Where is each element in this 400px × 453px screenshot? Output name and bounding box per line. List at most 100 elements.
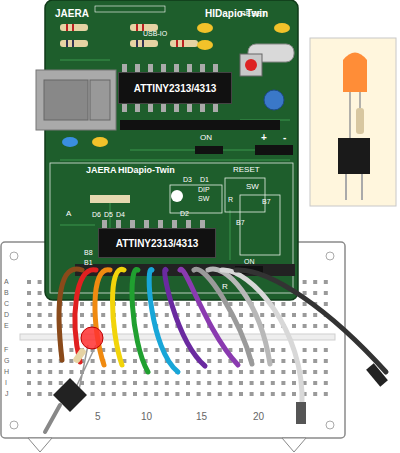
silkscreen-label: + xyxy=(261,133,267,143)
breadboard-hole xyxy=(292,324,296,328)
breadboard-hole xyxy=(38,280,42,284)
breadboard-hole xyxy=(281,381,285,385)
breadboard-hole xyxy=(38,381,42,385)
breadboard-hole xyxy=(122,370,126,374)
breadboard-hole xyxy=(239,313,243,317)
breadboard-hole xyxy=(122,348,126,352)
breadboard-hole xyxy=(69,359,73,363)
breadboard-hole xyxy=(218,392,222,396)
breadboard-hole xyxy=(112,370,116,374)
breadboard-hole xyxy=(38,302,42,306)
breadboard-hole xyxy=(239,381,243,385)
breadboard-hole xyxy=(260,370,264,374)
breadboard-hole xyxy=(133,381,137,385)
breadboard-hole xyxy=(186,313,190,317)
breadboard-hole xyxy=(250,381,254,385)
breadboard-hole xyxy=(313,359,317,363)
breadboard-hole xyxy=(27,302,31,306)
breadboard-hole xyxy=(144,348,148,352)
breadboard-hole xyxy=(292,370,296,374)
breadboard-hole xyxy=(313,392,317,396)
led-assembly xyxy=(45,327,103,432)
breadboard-hole xyxy=(27,370,31,374)
breadboard-hole xyxy=(122,302,126,306)
breadboard-hole xyxy=(27,313,31,317)
breadboard-hole xyxy=(175,359,179,363)
breadboard-hole xyxy=(313,280,317,284)
breadboard-hole xyxy=(69,370,73,374)
breadboard-hole xyxy=(239,370,243,374)
silkscreen-label: JAERA xyxy=(86,166,117,175)
chip-label: ATTINY2313/4313 xyxy=(116,238,199,249)
breadboard-hole xyxy=(197,348,201,352)
breadboard-hole xyxy=(122,313,126,317)
breadboard-hole xyxy=(303,359,307,363)
breadboard-hole xyxy=(281,392,285,396)
breadboard-hole xyxy=(101,302,105,306)
breadboard-hole xyxy=(101,313,105,317)
breadboard-hole xyxy=(27,392,31,396)
silkscreen-label: ON xyxy=(244,258,255,265)
breadboard-hole xyxy=(175,381,179,385)
breadboard-hole xyxy=(260,313,264,317)
breadboard-hole xyxy=(271,392,275,396)
breadboard-hole xyxy=(38,392,42,396)
silkscreen-label: HIDapio-Twin xyxy=(118,166,175,175)
breadboard-hole xyxy=(324,302,328,306)
breadboard-hole xyxy=(186,302,190,306)
breadboard-hole xyxy=(91,392,95,396)
breadboard-hole xyxy=(197,324,201,328)
breadboard-hole xyxy=(239,392,243,396)
breadboard-hole xyxy=(144,392,148,396)
breadboard-hole xyxy=(133,348,137,352)
breadboard-hole xyxy=(250,370,254,374)
breadboard-hole xyxy=(154,392,158,396)
breadboard-hole xyxy=(250,392,254,396)
breadboard-hole xyxy=(271,348,275,352)
breadboard-label: F xyxy=(4,346,8,353)
breadboard-hole xyxy=(144,302,148,306)
breadboard-hole xyxy=(324,370,328,374)
breadboard-hole xyxy=(197,370,201,374)
breadboard-hole xyxy=(91,381,95,385)
breadboard-hole xyxy=(38,324,42,328)
breadboard-hole xyxy=(154,359,158,363)
breadboard-hole xyxy=(165,313,169,317)
silkscreen-label: USB-IO xyxy=(143,30,167,37)
silkscreen-label: D2 xyxy=(180,210,189,217)
breadboard-hole xyxy=(48,359,52,363)
breadboard-hole xyxy=(38,291,42,295)
silkscreen-label: B8 xyxy=(84,249,93,256)
breadboard-hole xyxy=(27,359,31,363)
silkscreen-label: D5 xyxy=(104,211,113,218)
breadboard-hole xyxy=(27,348,31,352)
breadboard-hole xyxy=(27,280,31,284)
breadboard-hole xyxy=(281,359,285,363)
silkscreen-label: D3 xyxy=(183,176,192,183)
breadboard-hole xyxy=(144,313,148,317)
breadboard-hole xyxy=(101,392,105,396)
silkscreen-label: SW xyxy=(246,183,259,191)
breadboard-hole xyxy=(154,348,158,352)
breadboard-hole xyxy=(186,359,190,363)
breadboard-hole xyxy=(303,348,307,352)
breadboard-hole xyxy=(112,392,116,396)
breadboard-label: 10 xyxy=(141,412,152,422)
breadboard-hole xyxy=(218,302,222,306)
breadboard-hole xyxy=(239,359,243,363)
breadboard-hole xyxy=(154,381,158,385)
breadboard-label: C xyxy=(4,300,9,307)
breadboard-hole xyxy=(186,381,190,385)
breadboard-hole xyxy=(228,392,232,396)
breadboard-hole xyxy=(186,392,190,396)
breadboard-hole xyxy=(260,348,264,352)
breadboard-hole xyxy=(324,291,328,295)
breadboard-hole xyxy=(313,370,317,374)
breadboard-hole xyxy=(144,381,148,385)
breadboard-hole xyxy=(101,370,105,374)
breadboard-hole xyxy=(27,381,31,385)
breadboard-hole xyxy=(59,370,63,374)
breadboard-label: J xyxy=(5,390,9,397)
breadboard-hole xyxy=(112,359,116,363)
